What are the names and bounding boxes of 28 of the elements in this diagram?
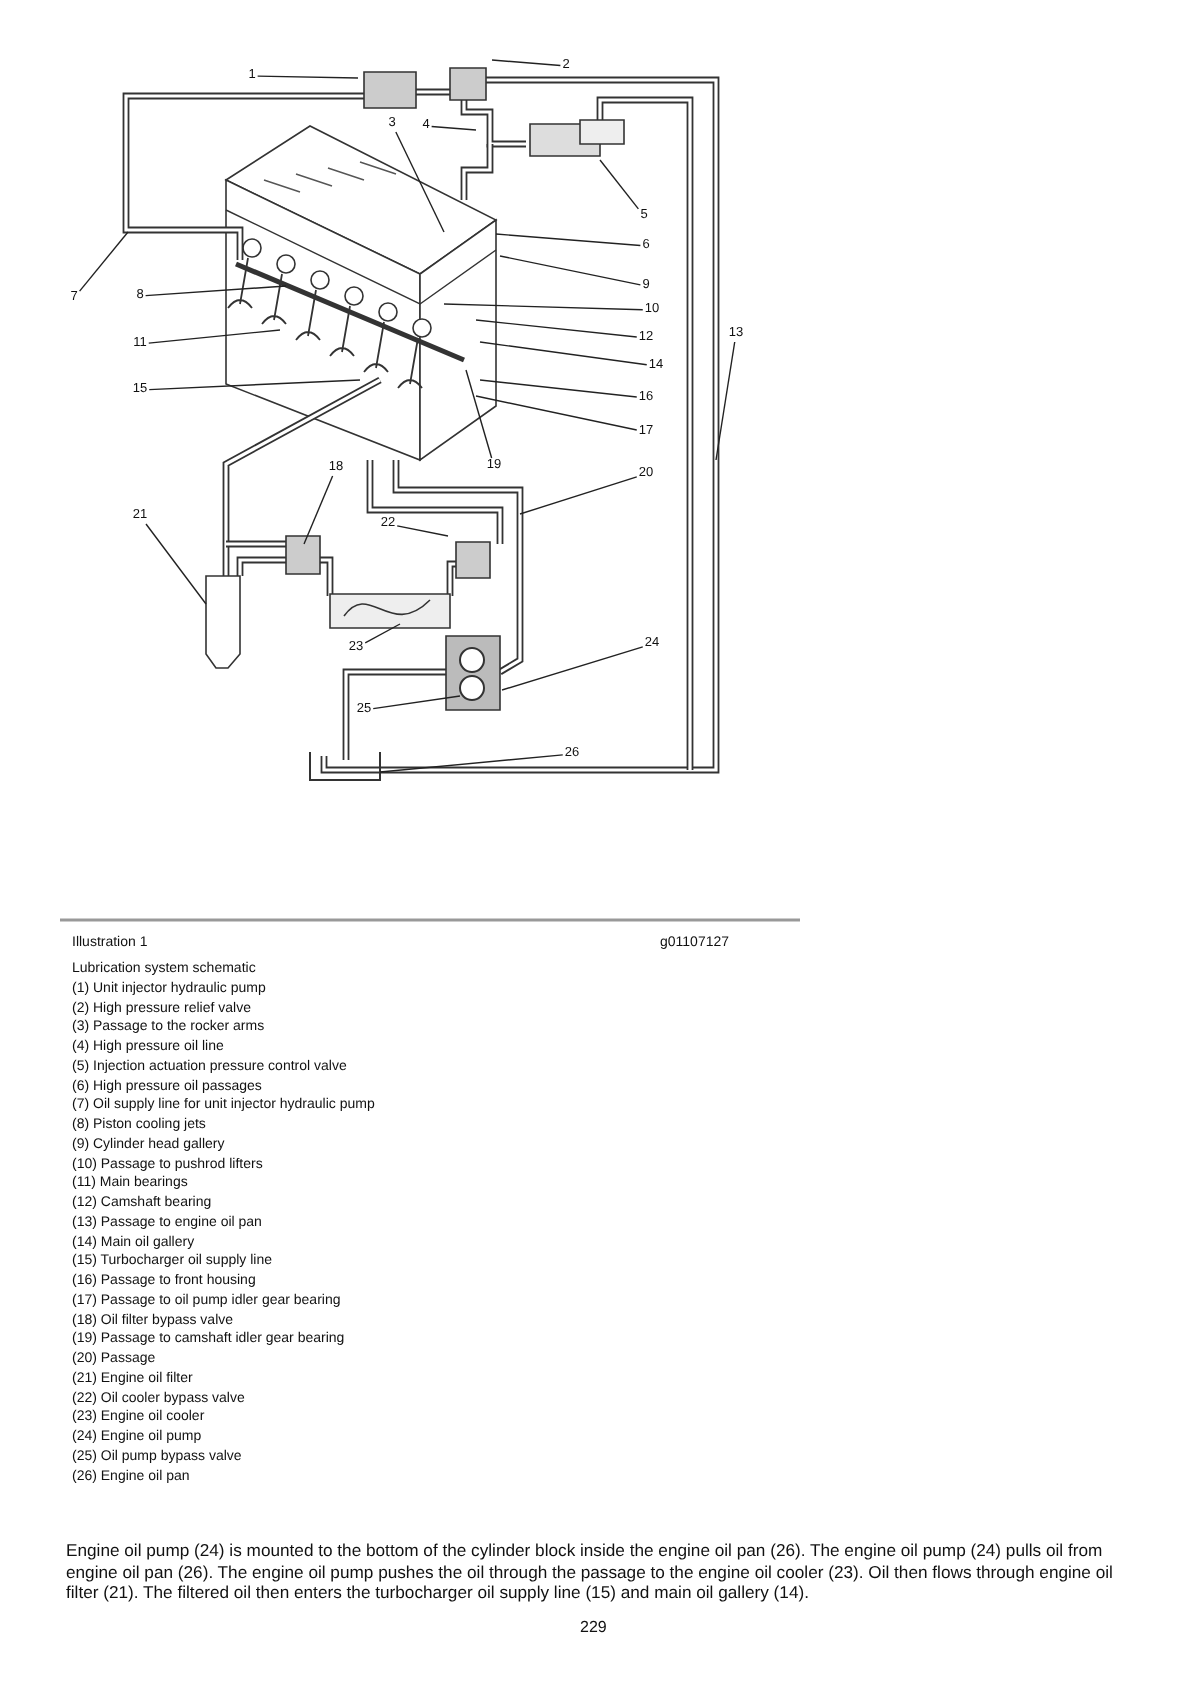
leader-line bbox=[443, 303, 644, 311]
leader-line bbox=[465, 369, 493, 459]
leader-line bbox=[475, 395, 638, 431]
leader-line bbox=[379, 754, 564, 773]
leader-line bbox=[479, 379, 638, 398]
leader-line bbox=[395, 131, 445, 233]
leader-line bbox=[148, 329, 281, 344]
leader-line bbox=[148, 379, 361, 391]
leader-line bbox=[256, 75, 359, 79]
leader-line bbox=[491, 59, 562, 67]
leader-line bbox=[430, 125, 477, 131]
leader-line bbox=[479, 341, 648, 366]
page-number: 229 bbox=[580, 1618, 607, 1636]
leader-line bbox=[372, 695, 461, 710]
leader-line bbox=[715, 341, 736, 461]
body-paragraph: Engine oil pump (24) is mounted to the bottom of the cylinder block inside the engine oil pan (26). The engine oil pump (24) pulls oil from engine oil pan (26). The engine oil pump pushes the oil through the passage to the engine oil cooler (23). Oil then flows through engine oil filter (21). The filtered oil then enters the turbocharger oil supply line (15) and main oil gallery (14). bbox=[66, 1540, 1115, 1604]
leader-line bbox=[396, 525, 449, 537]
leader-line bbox=[475, 319, 638, 338]
leader-line bbox=[303, 475, 334, 545]
leader-line bbox=[364, 623, 401, 644]
leader-line bbox=[599, 159, 640, 210]
leader-line bbox=[145, 523, 207, 605]
leader-line bbox=[519, 476, 638, 515]
leader-line bbox=[144, 285, 287, 297]
leader-line bbox=[499, 255, 642, 286]
leader-line bbox=[78, 231, 129, 292]
leader-line bbox=[501, 646, 644, 691]
leader-line bbox=[495, 233, 642, 247]
